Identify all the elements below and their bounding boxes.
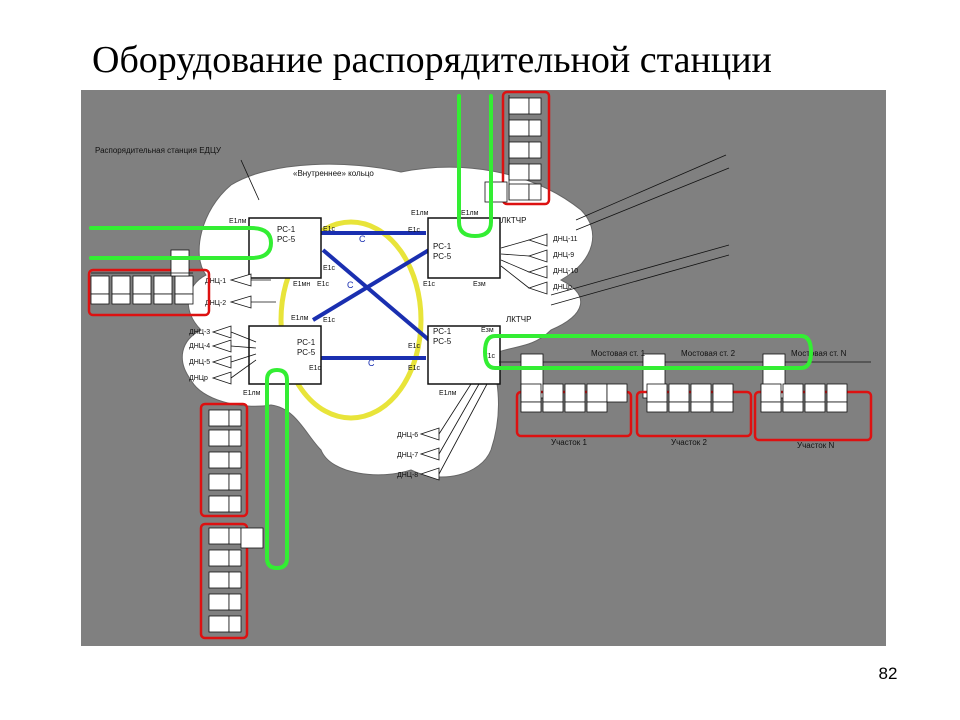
- svg-text:Мостовая ст. N: Мостовая ст. N: [791, 349, 847, 358]
- equipment-diagram: РС-1 РС-5 РС-1 РС-5 РС-1 РС-5 РС-1 РС-5 …: [81, 90, 886, 646]
- port-labels: Е1лм Е1с Е1с Е1мн Е1с Е1лм Е1лм Е1с Е1с …: [229, 210, 496, 397]
- svg-text:Е1лм: Е1лм: [411, 210, 429, 217]
- diagram-canvas: РС-1 РС-5 РС-1 РС-5 РС-1 РС-5 РС-1 РС-5 …: [87, 90, 873, 640]
- svg-text:ДНЦ-10: ДНЦ-10: [553, 268, 578, 275]
- svg-text:Е1с: Е1с: [323, 265, 336, 272]
- svg-text:ДНЦр: ДНЦр: [553, 284, 572, 291]
- link-marks: С С С: [347, 234, 375, 368]
- svg-text:ДНЦ-2: ДНЦ-2: [205, 300, 226, 307]
- svg-text:РС-1: РС-1: [433, 242, 452, 251]
- svg-text:ДНЦ-3: ДНЦ-3: [189, 329, 210, 336]
- svg-text:ДНЦ-8: ДНЦ-8: [397, 472, 418, 479]
- svg-text:Е1лм: Е1лм: [243, 390, 261, 397]
- svg-text:Е1с: Е1с: [317, 281, 330, 288]
- svg-text:Мостовая ст. 1: Мостовая ст. 1: [591, 349, 646, 358]
- direction-line-2: [575, 167, 730, 231]
- lktchr-label-top: ЛКТЧР: [501, 216, 526, 225]
- section-n: Участок N: [753, 383, 873, 450]
- slide-title: Оборудование распорядительной станции: [92, 39, 772, 81]
- cloud-label-leader: [240, 159, 260, 201]
- direction-line-4: [550, 254, 730, 306]
- svg-text:Е1с: Е1с: [323, 317, 336, 324]
- svg-text:Участок N: Участок N: [797, 441, 834, 450]
- internal-ring: [278, 219, 424, 421]
- svg-text:Е1с: Е1с: [309, 365, 322, 372]
- svg-text:Е1с: Е1с: [408, 365, 421, 372]
- section-2: Участок 2: [635, 383, 753, 447]
- dnc-bottom: ДНЦ-6 ДНЦ-7 ДНЦ-8: [397, 383, 488, 481]
- terminal-group-top: [484, 90, 551, 206]
- svg-text:Е1лм: Е1лм: [461, 210, 479, 217]
- svg-text:Е1лм: Е1лм: [439, 390, 457, 397]
- svg-text:РС-1: РС-1: [277, 225, 296, 234]
- svg-text:ДНЦ-9: ДНЦ-9: [553, 252, 574, 259]
- ring-label: «Внутреннее» кольцо: [293, 169, 374, 178]
- svg-text:ДНЦ-5: ДНЦ-5: [189, 359, 210, 366]
- svg-text:РС-5: РС-5: [297, 348, 316, 357]
- svg-text:С: С: [368, 358, 375, 368]
- svg-text:ДНЦр: ДНЦр: [189, 375, 208, 382]
- direction-line-3: [550, 244, 730, 296]
- terminal-group-left-bottom-2: [199, 522, 264, 640]
- section-1: Участок 1: [515, 383, 633, 447]
- svg-text:С: С: [359, 234, 366, 244]
- svg-text:Езм: Езм: [481, 327, 494, 334]
- page-number: 82: [878, 664, 898, 683]
- terminal-group-left: [87, 249, 211, 317]
- svg-text:ДНЦ-7: ДНЦ-7: [397, 452, 418, 459]
- svg-text:Е1с: Е1с: [408, 343, 421, 350]
- terminal-group-left-bottom-1: [199, 402, 249, 518]
- dnc-right: ДНЦ-11 ДНЦ-9 ДНЦ-10 ДНЦр: [500, 233, 578, 295]
- node-bottom-right: РС-1 РС-5: [427, 325, 501, 385]
- svg-text:Е1с: Е1с: [483, 353, 496, 360]
- svg-text:Е1лм: Е1лм: [291, 315, 309, 322]
- lktchr-label-bottom: ЛКТЧР: [506, 315, 531, 324]
- svg-text:Е1с: Е1с: [323, 226, 336, 233]
- svg-text:Участок 2: Участок 2: [671, 438, 707, 447]
- svg-text:Езм: Езм: [473, 281, 486, 288]
- svg-text:РС-1: РС-1: [433, 327, 452, 336]
- dnc-left-lower: ДНЦ-3 ДНЦ-4 ДНЦ-5 ДНЦр: [189, 325, 257, 385]
- direction-line-1: [575, 154, 727, 221]
- green-channels: [89, 94, 813, 570]
- svg-text:Е1лм: Е1лм: [229, 218, 247, 225]
- svg-text:ДНЦ-1: ДНЦ-1: [205, 278, 226, 285]
- svg-text:ДНЦ-11: ДНЦ-11: [553, 236, 578, 243]
- svg-text:Е1с: Е1с: [423, 281, 436, 288]
- cloud-label: Распорядительная станция ЕДЦУ: [95, 146, 222, 155]
- svg-text:РС-5: РС-5: [277, 235, 296, 244]
- dnc-left-upper: ДНЦ-1 ДНЦ-2: [205, 273, 276, 309]
- svg-text:РС-1: РС-1: [297, 338, 316, 347]
- svg-text:ДНЦ-4: ДНЦ-4: [189, 343, 210, 350]
- svg-text:РС-5: РС-5: [433, 337, 452, 346]
- svg-text:С: С: [347, 280, 354, 290]
- svg-text:Мостовая ст. 2: Мостовая ст. 2: [681, 349, 736, 358]
- svg-text:РС-5: РС-5: [433, 252, 452, 261]
- svg-text:Участок 1: Участок 1: [551, 438, 587, 447]
- svg-text:ДНЦ-6: ДНЦ-6: [397, 432, 418, 439]
- svg-text:Е1мн: Е1мн: [293, 281, 310, 288]
- svg-text:Е1с: Е1с: [408, 227, 421, 234]
- ring-links: [311, 231, 431, 360]
